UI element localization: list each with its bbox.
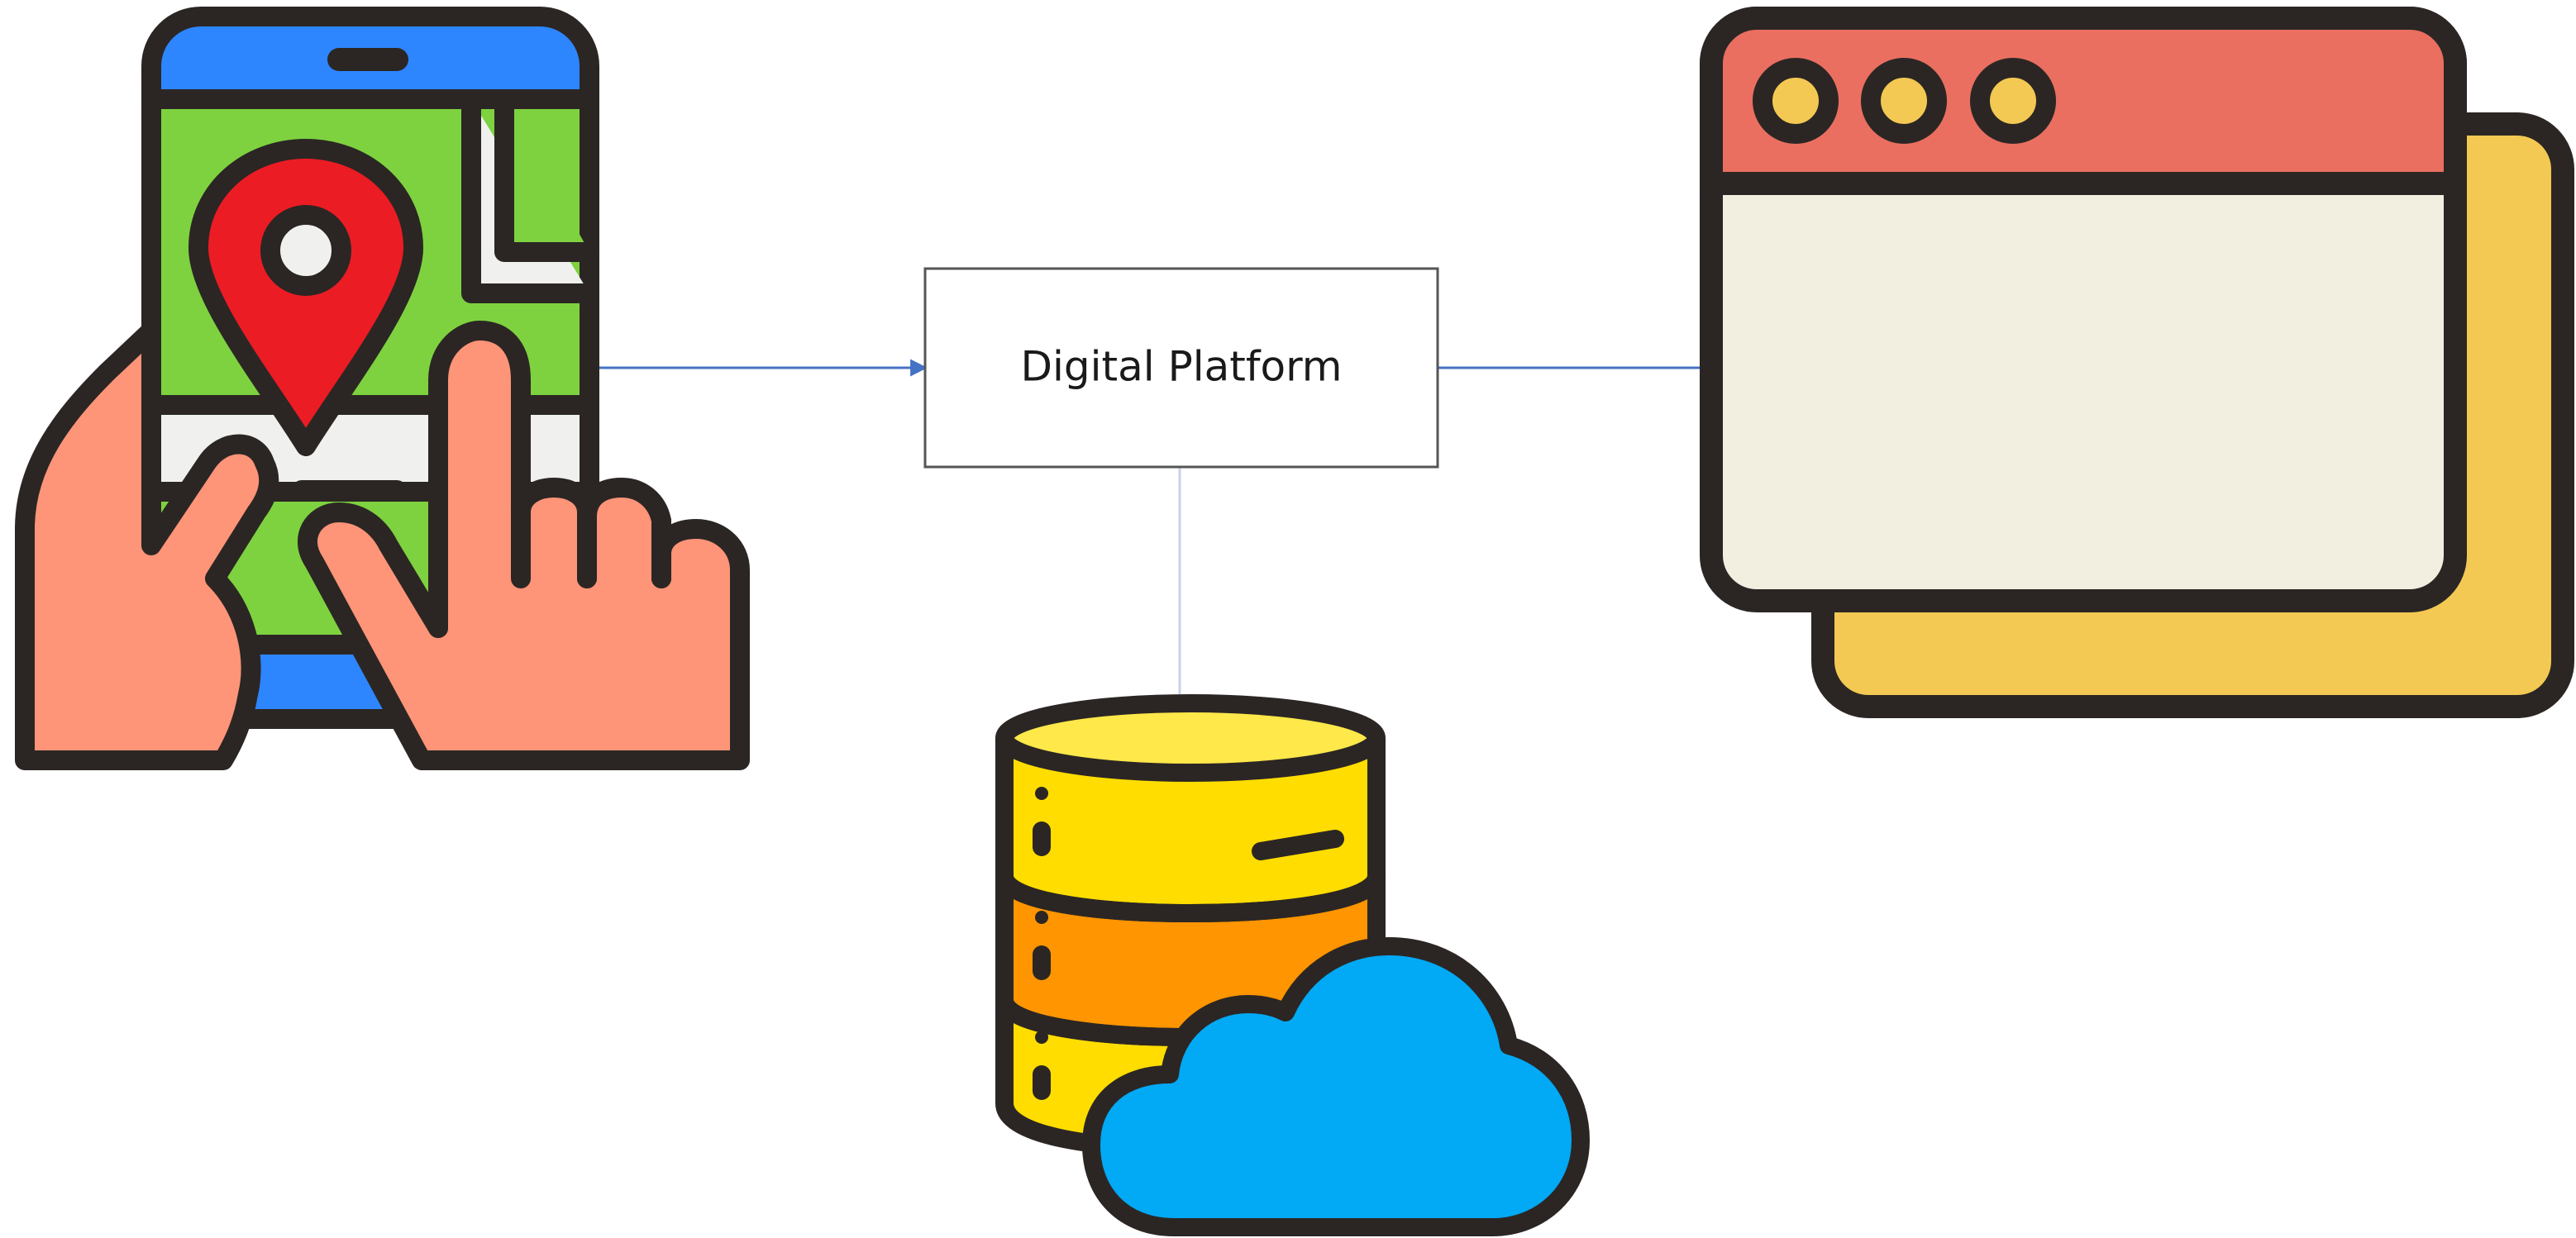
digital-platform-node[interactable]: Digital Platform — [923, 267, 1439, 469]
cloud-database-icon — [995, 694, 1590, 1236]
mobile-map-pin-icon — [15, 7, 750, 770]
digital-platform-label: Digital Platform — [1021, 343, 1343, 391]
browser-windows-icon — [1700, 7, 2574, 718]
